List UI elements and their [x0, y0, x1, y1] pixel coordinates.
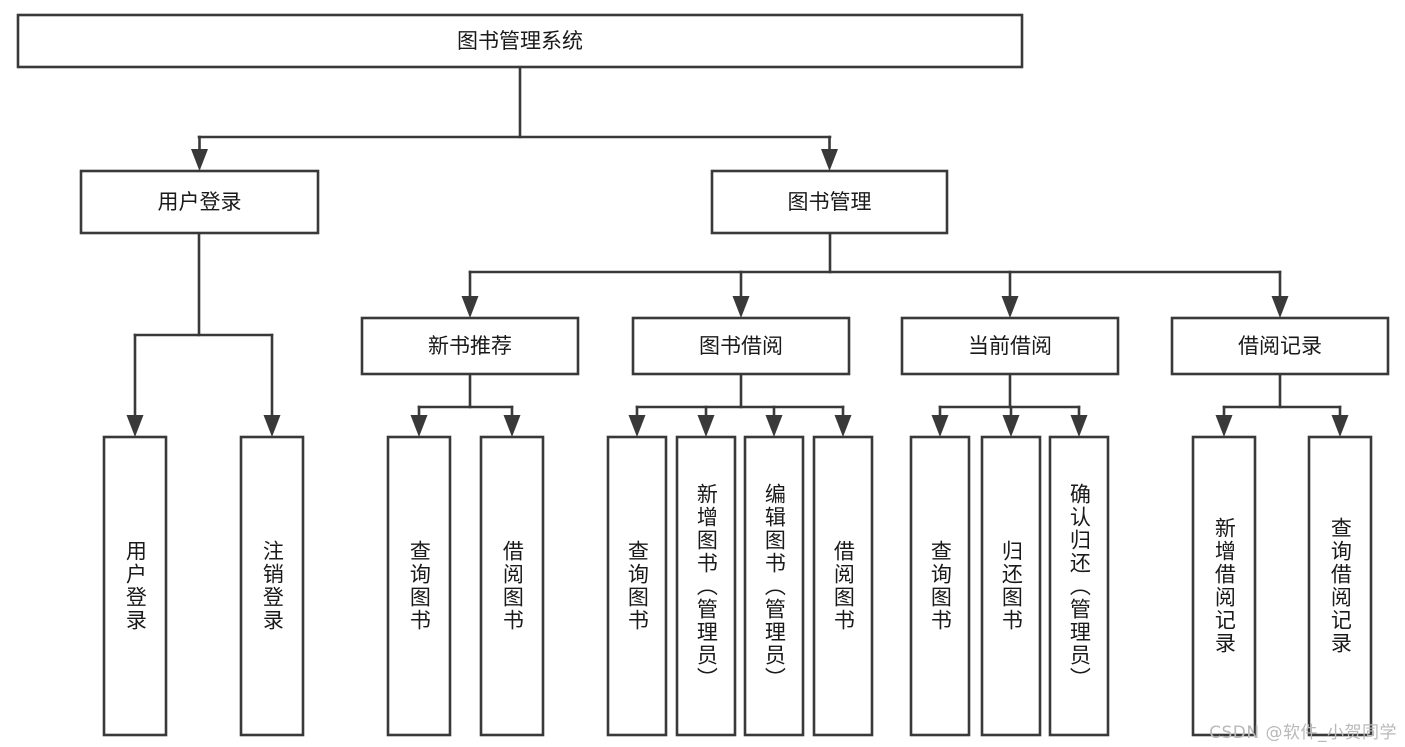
- arrow-to-leaf-borrow-book-recommend: [503, 415, 521, 437]
- node-box-leaf-borrow-book[interactable]: [812, 435, 874, 737]
- node-label-root: 图书管理系统: [457, 29, 583, 53]
- arrow-to-leaf-borrow-book: [834, 415, 852, 437]
- node-label-book-borrow: 图书借阅: [699, 334, 783, 358]
- csdn-watermark: CSDN @软件_小贺同学: [1209, 723, 1397, 743]
- arrow-to-leaf-query-book-current: [931, 415, 949, 437]
- node-box-leaf-user-login[interactable]: [102, 435, 168, 737]
- arrow-to-leaf-query-borrow-record: [1331, 415, 1349, 437]
- node-box-leaf-query-book-current[interactable]: [909, 435, 971, 737]
- node-box-root[interactable]: [16, 13, 1024, 69]
- arrow-to-current-borrow: [1001, 296, 1019, 318]
- arrow-to-leaf-confirm-return-admin: [1070, 415, 1088, 437]
- node-box-book-borrow[interactable]: [631, 316, 851, 376]
- node-box-leaf-query-book-recommend[interactable]: [386, 435, 452, 737]
- node-box-new-book-recommend[interactable]: [360, 316, 580, 376]
- arrow-to-leaf-query-book-recommend: [410, 415, 428, 437]
- node-box-borrow-record[interactable]: [1170, 316, 1390, 376]
- arrow-to-leaf-return-book: [1002, 415, 1020, 437]
- node-box-leaf-add-book-admin[interactable]: [675, 435, 737, 737]
- node-box-leaf-edit-book-admin[interactable]: [743, 435, 805, 737]
- node-box-leaf-borrow-book-recommend[interactable]: [479, 435, 545, 737]
- node-box-leaf-confirm-return-admin[interactable]: [1048, 435, 1110, 737]
- arrow-to-leaf-query-book-borrow: [628, 415, 646, 437]
- arrow-to-leaf-edit-book-admin: [765, 415, 783, 437]
- arrow-to-book-borrow: [732, 296, 750, 318]
- node-box-leaf-logout[interactable]: [239, 435, 305, 737]
- node-box-current-borrow[interactable]: [900, 316, 1120, 376]
- node-box-leaf-query-borrow-record[interactable]: [1307, 435, 1373, 737]
- arrow-to-book-manage: [821, 149, 838, 171]
- node-box-book-manage[interactable]: [710, 169, 949, 235]
- arrow-to-new-book-recommend: [461, 296, 479, 318]
- node-label-new-book-recommend: 新书推荐: [428, 334, 512, 358]
- node-label-current-borrow: 当前借阅: [968, 334, 1052, 358]
- arrow-to-borrow-record: [1271, 296, 1289, 318]
- arrow-to-leaf-user-login: [126, 415, 144, 437]
- arrow-to-leaf-logout: [263, 415, 281, 437]
- node-label-user-login: 用户登录: [158, 190, 242, 214]
- node-label-borrow-record: 借阅记录: [1238, 334, 1322, 358]
- node-label-book-manage: 图书管理: [788, 190, 872, 214]
- connector-layer: [126, 65, 1349, 437]
- node-box-layer: [16, 13, 1390, 737]
- node-box-user-login[interactable]: [79, 169, 320, 235]
- node-box-leaf-add-borrow-record[interactable]: [1191, 435, 1257, 737]
- arrow-to-user-login: [191, 149, 208, 171]
- arrow-to-leaf-add-book-admin: [697, 415, 715, 437]
- arrow-to-leaf-add-borrow-record: [1215, 415, 1233, 437]
- node-box-leaf-query-book-borrow[interactable]: [606, 435, 668, 737]
- node-box-leaf-return-book[interactable]: [980, 435, 1042, 737]
